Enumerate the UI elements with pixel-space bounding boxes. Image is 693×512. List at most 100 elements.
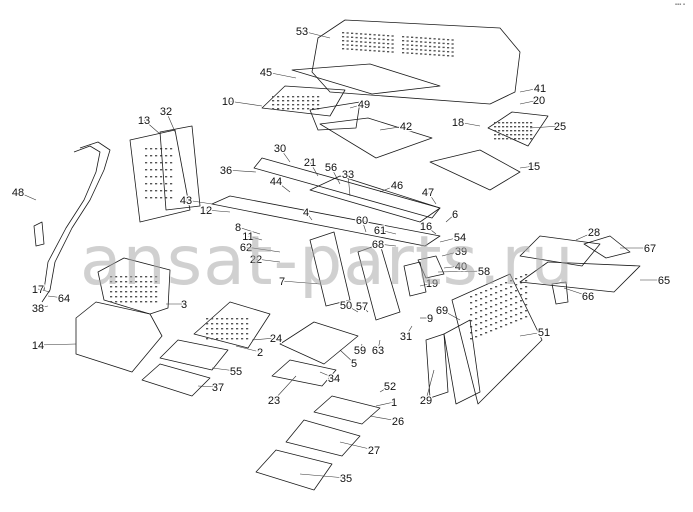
mat-holes-24	[206, 318, 249, 340]
part-label-44: 44	[270, 176, 282, 188]
vent-hole	[382, 42, 385, 45]
part-label-54: 54	[454, 232, 466, 244]
vent-hole	[510, 280, 513, 282]
panel-10	[261, 85, 346, 117]
leader-line-55	[211, 367, 237, 372]
vent-hole	[150, 183, 153, 185]
plate-35	[255, 449, 333, 491]
vent-hole	[346, 36, 349, 38]
vent-hole	[236, 328, 239, 330]
vent-hole	[429, 37, 432, 40]
vent-hole	[272, 104, 275, 106]
vent-hole	[369, 49, 372, 52]
vent-hole	[231, 338, 234, 340]
part-label-42: 42	[400, 121, 412, 133]
vent-hole	[502, 134, 505, 136]
part-label-32: 32	[160, 106, 172, 118]
vent-hole	[387, 39, 390, 41]
vent-hole	[522, 130, 525, 132]
part-label-18: 18	[452, 117, 464, 129]
leader-line-68	[377, 243, 397, 247]
vent-hole	[515, 308, 518, 310]
vent-hole	[438, 46, 441, 48]
leader-line-44	[275, 180, 291, 193]
vent-hole	[307, 108, 310, 110]
vent-hole	[277, 108, 280, 110]
plate-55	[159, 339, 229, 371]
vent-hole	[216, 323, 219, 325]
vent-hole	[355, 32, 358, 35]
vent-hole	[170, 169, 173, 171]
handrail-48	[41, 141, 111, 303]
plate-15	[429, 149, 521, 191]
vent-hole	[525, 286, 528, 288]
vent-hole	[125, 296, 128, 298]
vent-hole	[150, 276, 153, 278]
leader-line-30	[279, 147, 291, 163]
vent-hole	[216, 328, 219, 330]
vent-hole	[160, 162, 163, 164]
vent-hole	[475, 294, 478, 296]
vent-hole	[506, 134, 509, 136]
vent-hole	[277, 100, 280, 102]
vent-hole	[420, 37, 423, 39]
vent-hole	[346, 40, 349, 42]
vent-hole	[498, 122, 501, 124]
vent-hole	[447, 51, 450, 53]
vent-hole	[246, 328, 249, 330]
vent-hole	[387, 43, 390, 45]
vent-hole	[420, 41, 423, 43]
leader-line-7	[281, 280, 321, 285]
leader-line-46	[379, 184, 398, 193]
vent-hole	[438, 38, 441, 40]
vent-hole	[150, 169, 153, 171]
vent-hole	[480, 328, 483, 330]
part-label-69: 69	[436, 305, 448, 317]
vent-hole	[525, 316, 528, 318]
vent-hole	[406, 40, 409, 42]
vent-hole	[231, 328, 234, 330]
vent-hole	[125, 281, 128, 283]
leader-line-12	[205, 209, 231, 213]
leader-line-58	[437, 270, 485, 273]
vent-hole	[373, 42, 376, 44]
vent-hole	[155, 286, 158, 288]
leader-line-13	[143, 119, 161, 135]
vent-hole	[312, 100, 315, 102]
vent-hole	[369, 37, 372, 40]
vent-hole	[433, 38, 436, 40]
vent-hole	[160, 176, 163, 178]
door-grille-13	[145, 148, 173, 199]
vent-hole	[506, 130, 509, 132]
vent-hole	[515, 302, 518, 304]
vent-hole	[125, 301, 128, 303]
vent-hole	[525, 280, 528, 282]
vent-hole	[391, 47, 394, 49]
vent-hole	[451, 43, 454, 45]
vent-hole	[110, 301, 113, 303]
part-label-33: 33	[342, 169, 354, 181]
vent-hole	[135, 301, 138, 303]
beam-43	[211, 195, 441, 247]
bar-66	[551, 281, 569, 305]
part-label-36: 36	[220, 165, 232, 177]
vent-hole	[221, 323, 224, 325]
panel-29	[425, 333, 449, 399]
vent-hole	[382, 46, 385, 49]
tray-65	[519, 261, 641, 293]
vent-hole	[411, 52, 414, 54]
vent-hole	[241, 338, 244, 340]
vent-hole	[125, 291, 128, 293]
vent-hole	[150, 162, 153, 164]
leader-line-1	[375, 401, 395, 407]
vent-hole	[160, 183, 163, 185]
column-7	[309, 231, 351, 307]
vent-hole	[490, 294, 493, 296]
vent-hole	[302, 108, 305, 110]
vent-hole	[438, 50, 441, 52]
vent-hole	[110, 291, 113, 293]
vent-hole	[351, 32, 354, 34]
vent-hole	[442, 42, 445, 45]
vent-hole	[490, 318, 493, 320]
vent-hole	[221, 318, 224, 320]
